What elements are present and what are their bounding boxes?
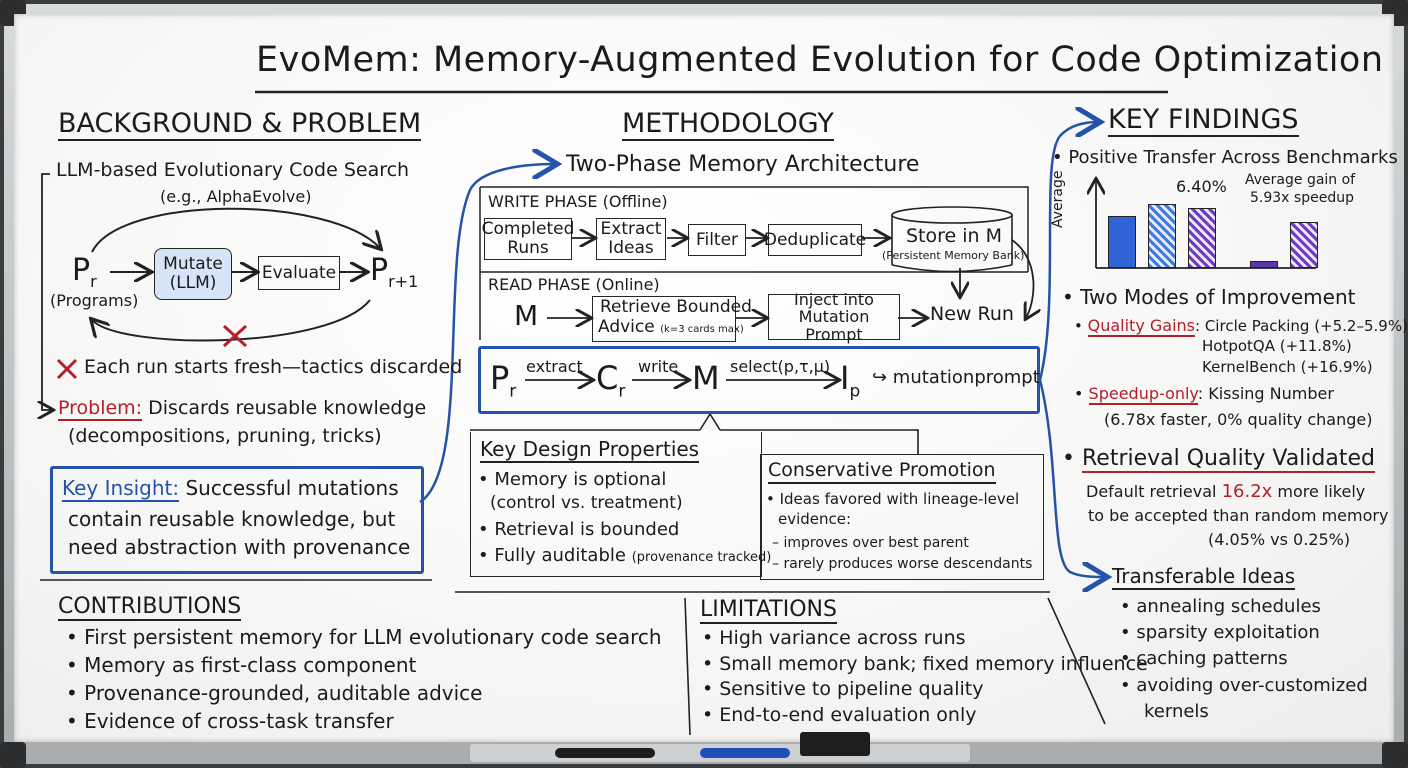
chart-bar bbox=[1148, 204, 1176, 268]
problem-line: Problem: Discards reusable knowledge bbox=[58, 397, 427, 421]
insight-line1: Key Insight: Successful mutations bbox=[62, 476, 399, 502]
limitation-item: • Small memory bank; fixed memory influe… bbox=[702, 653, 1148, 675]
contributions-heading: CONTRIBUTIONS bbox=[58, 594, 242, 622]
extract-ideas-box: Extract Ideas bbox=[596, 218, 666, 260]
frame-corner bbox=[0, 742, 26, 768]
advice-label: Advice (k=3 cards max) bbox=[598, 317, 744, 337]
finding-two-modes: • Two Modes of Improvement bbox=[1062, 285, 1356, 309]
chart-bar bbox=[1290, 222, 1318, 268]
methodology-heading: METHODOLOGY bbox=[622, 108, 834, 142]
design-properties-title: Key Design Properties bbox=[480, 437, 700, 463]
limitation-item: • End-to-end evaluation only bbox=[702, 704, 977, 726]
fresh-note: Each run starts fresh—tactics discarded bbox=[84, 356, 463, 378]
limitation-item: • Sensitive to pipeline quality bbox=[702, 678, 984, 700]
background-heading: BACKGROUND & PROBLEM bbox=[58, 108, 422, 142]
chart-bar bbox=[1188, 208, 1216, 268]
speedup-line2: (6.78x faster, 0% quality change) bbox=[1104, 410, 1373, 429]
insight-line2: contain reusable knowledge, but bbox=[68, 507, 396, 531]
formula-pr: Pr bbox=[490, 359, 517, 402]
key-insight-box bbox=[50, 466, 424, 574]
transferable-heading: Transferable Ideas bbox=[1112, 564, 1296, 590]
conservative-line: • Ideas favored with lineage-level bbox=[766, 490, 1020, 508]
transfer-item: • annealing schedules bbox=[1120, 596, 1321, 617]
new-run-label: New Run bbox=[930, 303, 1014, 325]
chart-yaxis-label: Average bbox=[1050, 170, 1066, 229]
contribution-item: • Evidence of cross-task transfer bbox=[66, 709, 394, 733]
formula-box bbox=[478, 346, 1040, 414]
limitations-heading: LIMITATIONS bbox=[700, 597, 837, 625]
chart-bar bbox=[1108, 216, 1136, 268]
prop-item: • Memory is optional bbox=[478, 469, 667, 490]
programs-label: (Programs) bbox=[50, 291, 139, 310]
filter-box: Filter bbox=[688, 224, 746, 256]
deduplicate-box: Deduplicate bbox=[764, 224, 866, 256]
finding-positive: • Positive Transfer Across Benchmarks bbox=[1052, 147, 1398, 168]
page-title: EvoMem: Memory-Augmented Evolution for C… bbox=[256, 40, 1384, 80]
speedup-line1: • Speedup-only: Kissing Number bbox=[1074, 384, 1334, 405]
formula-ip: Ip bbox=[840, 359, 861, 402]
retrieve-box bbox=[592, 296, 736, 342]
store-label: Store in M bbox=[906, 225, 1003, 247]
transfer-item: kernels bbox=[1144, 701, 1209, 722]
frame-corner bbox=[1382, 742, 1408, 768]
retrieval-heading: • Retrieval Quality Validated bbox=[1062, 446, 1375, 473]
findings-bar-chart bbox=[1100, 188, 1320, 268]
conservative-promotion-box bbox=[760, 454, 1044, 580]
inject-box: Inject into Mutation Prompt bbox=[768, 290, 900, 343]
formula-extract: extract bbox=[526, 357, 583, 376]
avg-gain-line1: Average gain of bbox=[1245, 172, 1356, 188]
formula-select: select(p,τ,μ) bbox=[730, 357, 831, 376]
retrieval-line2: to be accepted than random memory bbox=[1088, 506, 1389, 525]
evaluate-box: Evaluate bbox=[258, 256, 340, 290]
prop-item: (control vs. treatment) bbox=[490, 493, 683, 513]
read-phase-label: READ PHASE (Online) bbox=[488, 275, 660, 294]
limitation-item: • High variance across runs bbox=[702, 627, 966, 649]
quality-line1: • Quality Gains: Circle Packing (+5.2–5.… bbox=[1074, 316, 1408, 337]
program-pr-next: Pr+1 bbox=[370, 253, 419, 291]
formula-mutationprompt: ↪ mutationprompt bbox=[872, 367, 1040, 388]
blue-marker[interactable] bbox=[700, 748, 790, 758]
contribution-item: • Provenance-grounded, auditable advice bbox=[66, 681, 483, 705]
insight-line3: need abstraction with provenance bbox=[68, 535, 411, 559]
problem-detail: (decompositions, pruning, tricks) bbox=[68, 425, 382, 447]
prop-item: • Fully auditable (provenance tracked) bbox=[478, 545, 772, 566]
mutate-box: Mutate (LLM) bbox=[154, 248, 232, 300]
program-pr: Pr bbox=[72, 253, 97, 291]
background-line1: LLM-based Evolutionary Code Search bbox=[56, 159, 410, 181]
formula-cr: Cr bbox=[596, 359, 626, 402]
transfer-item: • avoiding over-customized bbox=[1120, 675, 1368, 696]
contribution-item: • First persistent memory for LLM evolut… bbox=[66, 625, 662, 649]
conservative-line: – improves over best parent bbox=[772, 535, 969, 551]
chart-bar bbox=[1250, 261, 1278, 268]
retrieve-label: Retrieve Bounded bbox=[600, 297, 752, 317]
formula-m: M bbox=[692, 359, 720, 397]
eraser[interactable] bbox=[800, 732, 870, 756]
transfer-item: • sparsity exploitation bbox=[1120, 622, 1320, 643]
contribution-item: • Memory as first-class component bbox=[66, 653, 417, 677]
chart-bar-label: 6.40% bbox=[1176, 177, 1227, 196]
background-line2: (e.g., AlphaEvolve) bbox=[160, 187, 312, 206]
conservative-title: Conservative Promotion bbox=[768, 459, 996, 484]
transfer-item: • caching patterns bbox=[1120, 648, 1288, 669]
retrieval-line1: Default retrieval 16.2x more likely bbox=[1086, 481, 1366, 502]
quality-line2: HotpotQA (+11.8%) bbox=[1202, 337, 1352, 355]
formula-write: write bbox=[638, 357, 679, 376]
methodology-subheading: Two-Phase Memory Architecture bbox=[566, 152, 920, 177]
write-phase-label: WRITE PHASE (Offline) bbox=[488, 192, 668, 211]
prop-item: • Retrieval is bounded bbox=[478, 519, 680, 540]
completed-runs-box: Completed Runs bbox=[481, 218, 575, 260]
quality-line3: KernelBench (+16.9%) bbox=[1202, 358, 1373, 376]
store-sublabel: (Persistent Memory Bank) bbox=[882, 249, 1025, 262]
retrieval-line3: (4.05% vs 0.25%) bbox=[1208, 530, 1351, 549]
black-marker[interactable] bbox=[555, 748, 655, 758]
memory-m: M bbox=[514, 299, 539, 332]
conservative-line: evidence: bbox=[778, 510, 852, 528]
design-properties-box bbox=[470, 432, 762, 577]
findings-heading: KEY FINDINGS bbox=[1108, 104, 1299, 138]
avg-gain-line2: 5.93x speedup bbox=[1250, 190, 1354, 206]
conservative-line: – rarely produces worse descendants bbox=[772, 556, 1033, 572]
